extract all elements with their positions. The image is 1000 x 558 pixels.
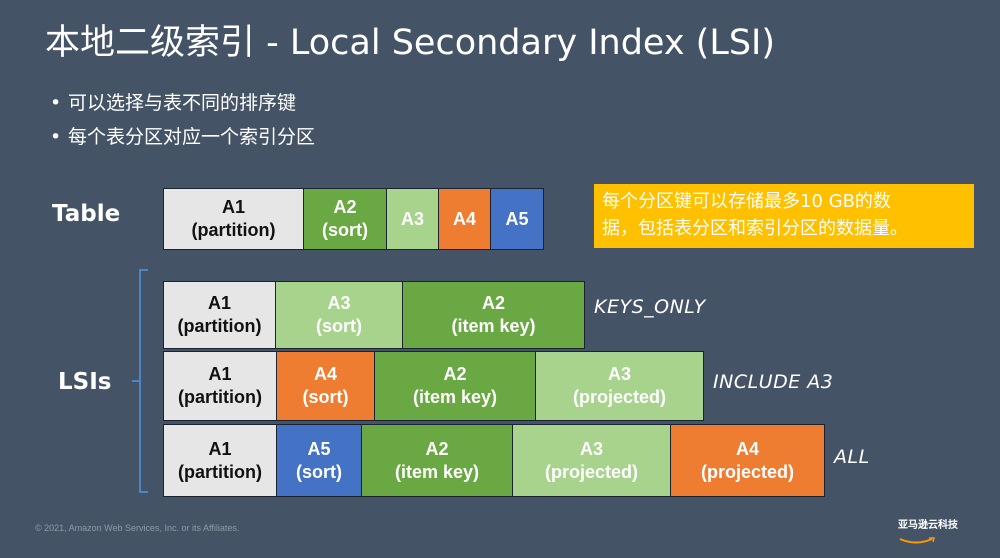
projection-label: INCLUDE A3: [713, 371, 834, 393]
cell-attr: A2: [425, 438, 449, 459]
cell-role: (item key): [394, 461, 480, 482]
projection-label: KEYS_ONLY: [594, 296, 706, 318]
lsi-cell-a2: A2 (item key): [362, 425, 513, 496]
cell-role: (sort): [322, 220, 368, 240]
cell-attr: A5: [307, 438, 331, 459]
lsi-cell-a3: A3 (sort): [276, 282, 403, 348]
bullet-text: 每个表分区对应一个索引分区: [68, 126, 316, 148]
bracket-icon: [132, 269, 148, 493]
cell-attr: A3: [327, 293, 351, 313]
cell-role: (partition): [177, 316, 262, 336]
table-label: Table: [52, 201, 121, 227]
cell-attr: A2: [443, 364, 467, 384]
cell-role: (projected): [700, 461, 794, 482]
table-cell-a2: A2 (sort): [304, 189, 387, 249]
cell-attr: A4: [313, 364, 337, 384]
lsi-cell-a3: A3 (projected): [513, 425, 671, 496]
lsi-label: LSIs: [58, 369, 112, 395]
table-row: A1 (partition) A2 (sort) A3 A4 A5: [163, 188, 544, 250]
cell-role: (item key): [451, 316, 536, 336]
cell-role: (partition): [191, 220, 276, 240]
lsi-cell-a4: A4 (projected): [671, 425, 824, 496]
cell-attr: A3: [400, 208, 424, 229]
cell-role: (partition): [178, 387, 262, 407]
table-cell-a4: A4: [439, 189, 491, 249]
table-cell-a5: A5: [491, 189, 543, 249]
cell-attr: A2: [481, 293, 505, 313]
cell-attr: A1: [208, 364, 232, 384]
cell-attr: A4: [735, 438, 759, 459]
lsi-row-include: A1 (partition) A4 (sort) A2 (item key) A…: [163, 351, 704, 421]
cell-role: (item key): [412, 387, 498, 407]
smile-icon: [899, 537, 935, 544]
cell-role: (projected): [572, 387, 666, 407]
bullet-item: •可以选择与表不同的排序键: [50, 92, 297, 114]
cell-role: (sort): [316, 316, 362, 336]
bullet-text: 可以选择与表不同的排序键: [68, 92, 297, 114]
lsi-cell-a1: A1 (partition): [164, 425, 277, 496]
lsi-cell-a2: A2 (item key): [375, 352, 536, 420]
lsi-cell-a5: A5 (sort): [277, 425, 362, 496]
lsi-cell-a1: A1 (partition): [164, 282, 276, 348]
cell-attr: A5: [505, 208, 529, 229]
table-cell-a3: A3: [387, 189, 439, 249]
cell-attr: A2: [333, 197, 357, 217]
lsi-cell-a1: A1 (partition): [164, 352, 277, 420]
lsi-cell-a2: A2 (item key): [403, 282, 584, 348]
cell-attr: A1: [207, 293, 231, 313]
note-line: 每个分区键可以存储最多10 GB的数: [602, 191, 891, 212]
cell-attr: A4: [452, 208, 476, 229]
cell-role: (partition): [178, 461, 262, 482]
cell-role: (projected): [544, 461, 638, 482]
logo-text: 亚马逊云科技: [898, 520, 958, 531]
lsi-row-keys-only: A1 (partition) A3 (sort) A2 (item key): [163, 281, 585, 349]
cell-attr: A3: [579, 438, 603, 459]
copyright-text: © 2021, Amazon Web Services, Inc. or its…: [35, 523, 240, 533]
slide-title: 本地二级索引 - Local Secondary Index (LSI): [45, 23, 776, 63]
lsi-cell-a4: A4 (sort): [277, 352, 375, 420]
note-box: 每个分区键可以存储最多10 GB的数 据，包括表分区和索引分区的数据量。: [594, 184, 974, 248]
lsi-cell-a3: A3 (projected): [536, 352, 703, 420]
projection-label: ALL: [834, 446, 870, 468]
bullet-item: •每个表分区对应一个索引分区: [50, 126, 316, 148]
bullet-list: •可以选择与表不同的排序键 •每个表分区对应一个索引分区: [50, 86, 315, 154]
table-cell-a1: A1 (partition): [164, 189, 304, 249]
cell-role: (sort): [302, 387, 349, 407]
lsi-row-all: A1 (partition) A5 (sort) A2 (item key) A…: [163, 424, 825, 497]
note-line: 据，包括表分区和索引分区的数据量。: [602, 218, 908, 239]
cell-attr: A3: [607, 364, 631, 384]
aws-logo: 亚马逊云科技: [898, 516, 968, 544]
cell-attr: A1: [221, 197, 245, 217]
cell-role: (sort): [296, 461, 342, 482]
cell-attr: A1: [208, 438, 232, 459]
